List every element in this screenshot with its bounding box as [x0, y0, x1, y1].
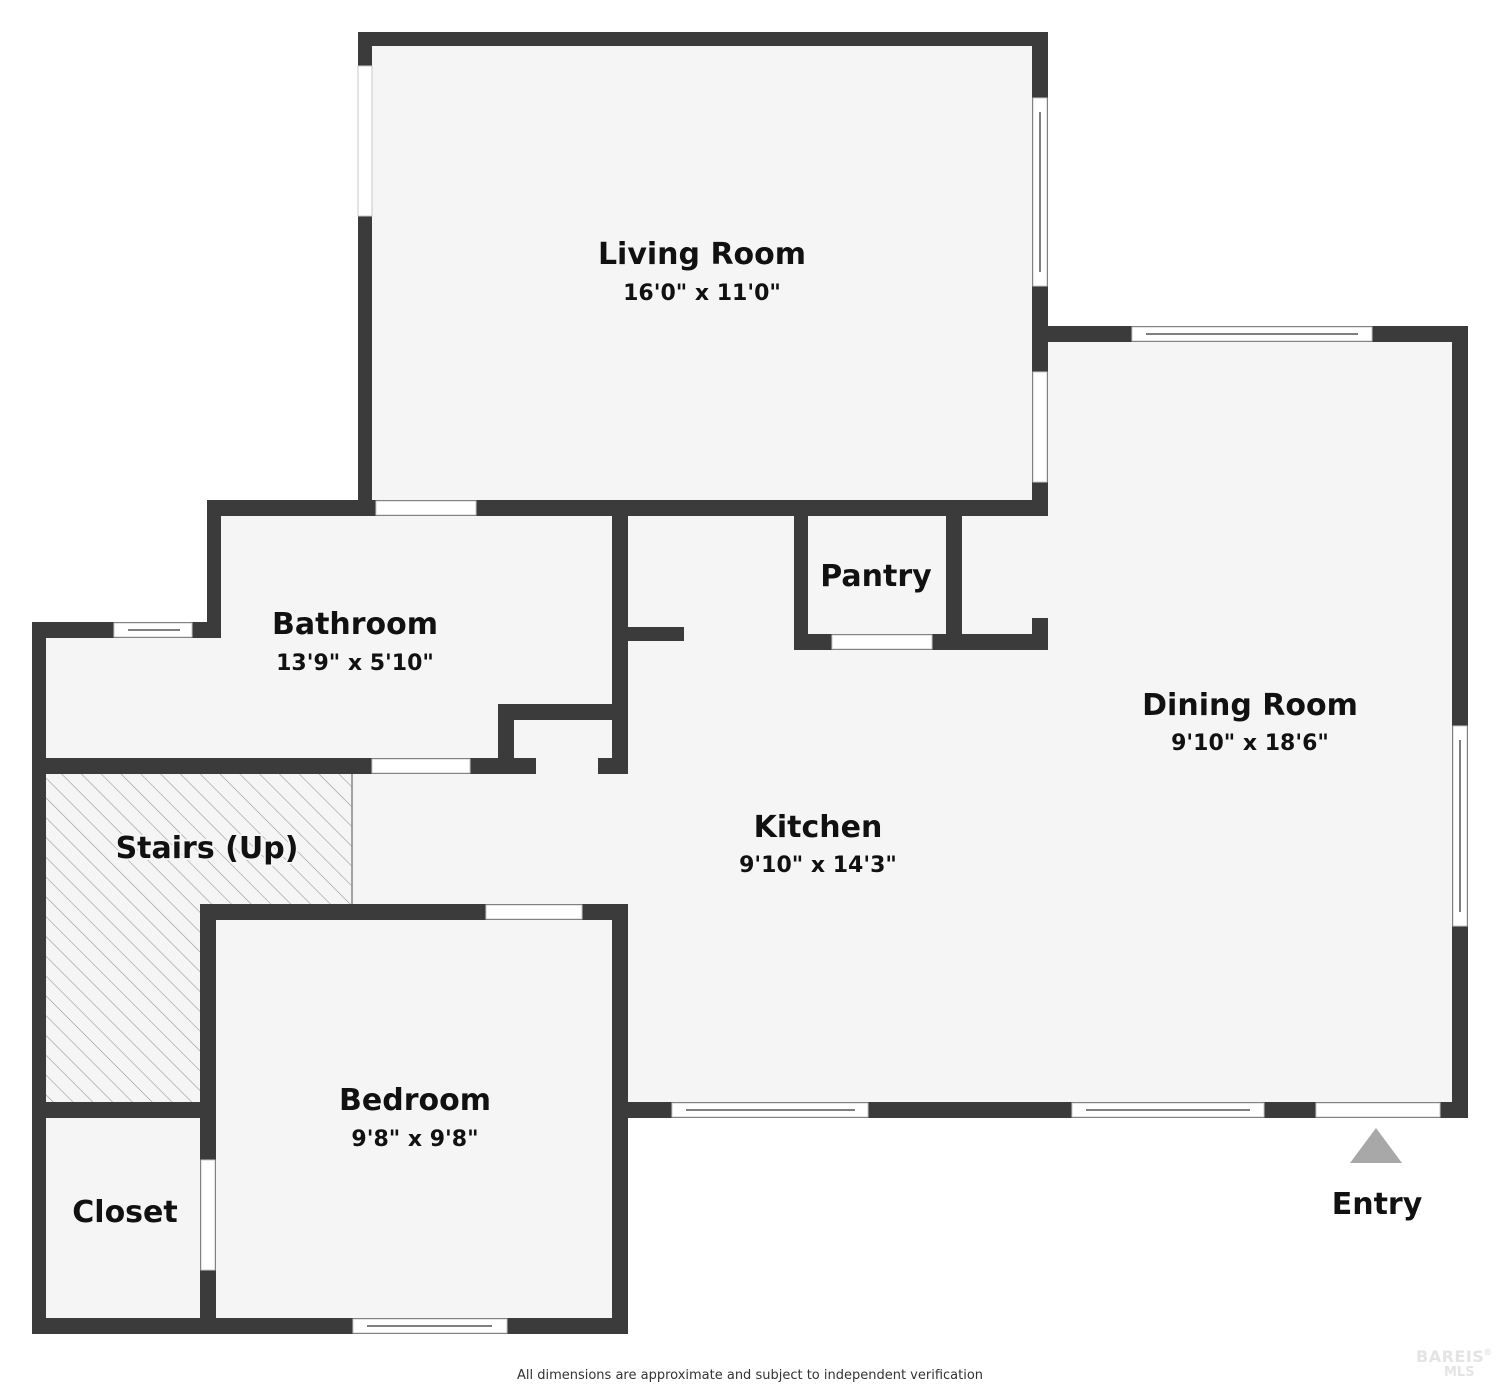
registered-mark-icon: ®: [1483, 1348, 1492, 1358]
bathroom-top-door: [375, 500, 477, 516]
kitchen-floor: [620, 508, 1040, 1110]
entry-door: [1315, 1102, 1441, 1118]
logo-line2: MLS: [1444, 1365, 1475, 1380]
disclaimer-text: All dimensions are approximate and subje…: [516, 1368, 984, 1383]
bedroom-label: Bedroom: [339, 1083, 491, 1118]
bathroom-dimensions: 13'9" x 5'10": [276, 651, 434, 676]
dining-room-label: Dining Room: [1142, 688, 1358, 723]
living-room-label: Living Room: [598, 237, 806, 272]
entry-arrow-icon: [1350, 1128, 1402, 1163]
living-room-floor: [366, 40, 1040, 508]
living-dining-opening: [1032, 371, 1048, 483]
floor-areas: [40, 40, 1460, 1326]
bedroom-floor: [208, 912, 620, 1326]
pantry-label: Pantry: [820, 559, 932, 594]
bedroom-dimensions: 9'8" x 9'8": [351, 1127, 478, 1152]
living-left-window: [357, 65, 373, 217]
dining-room-dimensions: 9'10" x 18'6": [1171, 731, 1329, 756]
closet-door: [200, 1159, 216, 1271]
bareis-mls-logo: BAREIS MLS ®: [1416, 1348, 1492, 1384]
room-labels: Living Room 16'0" x 11'0" Dining Room 9'…: [70, 235, 1423, 1232]
logo-line1: BAREIS: [1416, 1347, 1485, 1366]
closet-label: Closet: [72, 1195, 177, 1230]
bathroom-bottom-door: [371, 758, 471, 774]
closet-floor: [40, 1110, 208, 1326]
pantry-door: [831, 634, 933, 650]
kitchen-label: Kitchen: [754, 810, 883, 845]
dining-room-floor: [1040, 334, 1460, 1110]
openings: [113, 65, 1468, 1334]
kitchen-dimensions: 9'10" x 14'3": [739, 853, 897, 878]
bathroom-floor: [40, 508, 620, 766]
bedroom-top-door: [485, 904, 583, 920]
stairs-label: Stairs (Up): [116, 831, 299, 866]
entry-label: Entry: [1332, 1187, 1423, 1222]
living-room-dimensions: 16'0" x 11'0": [623, 281, 781, 306]
bathroom-label: Bathroom: [272, 607, 438, 642]
kitchen-lower-floor: [350, 766, 630, 914]
